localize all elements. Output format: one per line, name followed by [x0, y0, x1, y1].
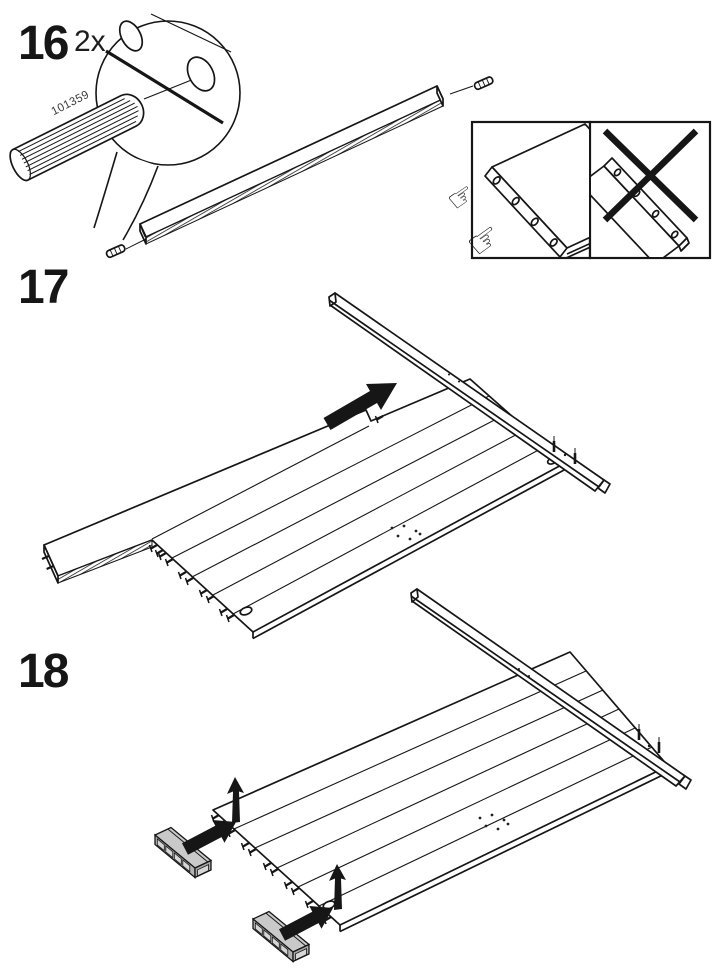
- alignment-pins: [552, 436, 577, 464]
- slat-line: [191, 412, 509, 578]
- rail-corner-edge: [410, 595, 681, 783]
- edge-hole: [670, 230, 679, 239]
- screw-hole: [239, 606, 253, 616]
- edge-hole: [511, 196, 520, 206]
- step-16-quantity-label: 2x: [74, 25, 106, 58]
- correct-orientation-drawing: [484, 123, 589, 257]
- slat-clip-icon: [157, 551, 168, 562]
- alignment-pins: [637, 724, 661, 753]
- panel-thickness: [339, 771, 669, 933]
- wooden-dowel-icon: [9, 93, 145, 182]
- cross-out-icon: [602, 128, 699, 223]
- step-18-number: 18: [18, 645, 69, 698]
- incorrect-orientation-drawing: [591, 157, 690, 257]
- slat-clip-icon: [205, 594, 216, 605]
- push-arrow: [182, 820, 236, 855]
- push-arrow: [279, 906, 333, 941]
- magnified-board-edge: [150, 13, 232, 53]
- panel-thickness: [252, 468, 566, 640]
- slat-clip-icon: [184, 576, 195, 587]
- step-16-diagram: ☞ ☞: [9, 13, 712, 267]
- slat-line: [171, 395, 490, 559]
- slat-clip-icon: [225, 613, 236, 624]
- plank-joint-line: [151, 425, 370, 540]
- slat-clip-icon: [198, 588, 209, 599]
- perforation-dots: [390, 524, 422, 541]
- lift-arrow: [329, 864, 346, 910]
- slat-line: [233, 670, 587, 830]
- dowel-hole: [118, 20, 144, 52]
- panel-outline: [212, 651, 669, 926]
- step-17-number: 17: [18, 261, 69, 314]
- slatted-base-panel: [210, 651, 669, 933]
- slat-clip-icon: [283, 880, 294, 891]
- edge-hole: [530, 217, 539, 227]
- slat-line: [212, 428, 528, 596]
- slat-line: [297, 727, 636, 888]
- dowel-pin-top: [473, 76, 494, 91]
- slat-line: [232, 445, 547, 615]
- panel-outline: [43, 378, 566, 633]
- slide-direction-arrow: [323, 383, 397, 430]
- dowel-stub: [46, 564, 54, 571]
- rail-top-end: [410, 588, 419, 603]
- slat-clip-icon: [247, 847, 258, 858]
- edge-hole: [613, 168, 622, 177]
- orientation-callout-boxes: ☞ ☞: [441, 120, 712, 267]
- slat-clip-icon: [177, 570, 188, 581]
- step-17-diagram: [41, 292, 611, 640]
- slat-clip-icon: [240, 841, 251, 852]
- perforation-dots: [478, 813, 510, 831]
- dowel-hole: [186, 56, 216, 92]
- slat-clip-icon: [262, 861, 273, 872]
- step-18-diagram: [154, 588, 692, 963]
- lift-arrow: [227, 777, 244, 823]
- edge-hole: [492, 176, 501, 185]
- board-edge-with-holes: [484, 166, 568, 257]
- edge-hole: [549, 238, 558, 247]
- rail-corner-edge: [328, 299, 600, 488]
- dowel-pin-bottom: [105, 244, 126, 259]
- slatted-base-panel: [41, 378, 566, 640]
- edge-hole: [651, 209, 660, 218]
- dowel-stub: [41, 554, 50, 561]
- slat-clip-icon: [218, 607, 229, 618]
- side-rail: [328, 292, 611, 494]
- slat-line: [254, 689, 604, 849]
- slat-clip-icon: [164, 557, 175, 568]
- slat-clip-icon: [269, 867, 280, 878]
- step-16-number: 16: [18, 17, 69, 70]
- slat-plank: [139, 85, 444, 245]
- magnified-board-edge-thick: [105, 49, 224, 125]
- plank-right-end-face: [436, 85, 444, 107]
- slat-line: [276, 708, 620, 869]
- side-rail: [410, 588, 692, 790]
- slat-clip-icon: [290, 886, 301, 897]
